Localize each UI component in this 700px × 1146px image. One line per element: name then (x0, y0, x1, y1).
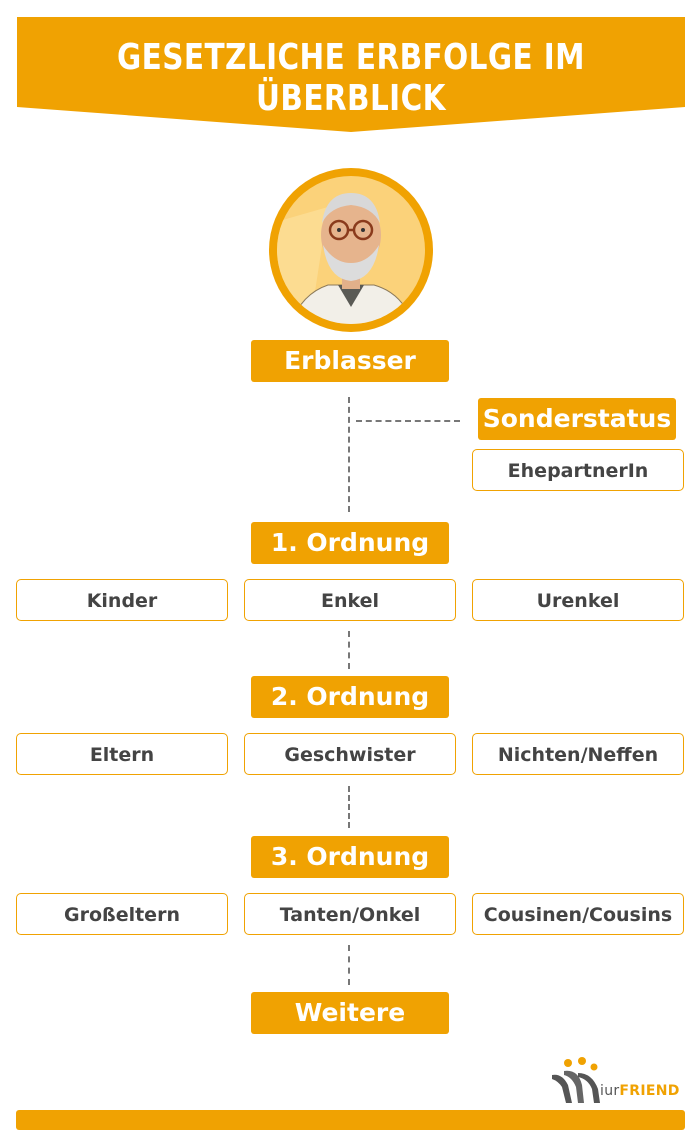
iurfriend-logo (552, 1057, 600, 1103)
item-urenkel: Urenkel (472, 579, 684, 621)
footer-bar (16, 1110, 685, 1130)
connector-line (348, 397, 350, 512)
banner-shape (17, 17, 685, 132)
title-banner: GESETZLICHE ERBFOLGE IM ÜBERBLICK (17, 17, 685, 132)
ordnung-2-label: 2. Ordnung (251, 676, 449, 718)
item-grosseltern: Großeltern (16, 893, 228, 935)
logo-wordmark: iurFRIEND (600, 1083, 680, 1099)
logo-prefix: iur (600, 1083, 620, 1099)
item-cousinen-cousins: Cousinen/Cousins (472, 893, 684, 935)
erblasser-label: Erblasser (251, 340, 449, 382)
item-tanten-onkel: Tanten/Onkel (244, 893, 456, 935)
connector-sonderstatus (356, 420, 460, 422)
item-enkel: Enkel (244, 579, 456, 621)
item-eltern: Eltern (16, 733, 228, 775)
item-kinder: Kinder (16, 579, 228, 621)
item-ehepartner: EhepartnerIn (472, 449, 684, 491)
ordnung-1-label: 1. Ordnung (251, 522, 449, 564)
erblasser-avatar (269, 168, 433, 332)
connector-line (348, 631, 350, 669)
ordnung-3-label: 3. Ordnung (251, 836, 449, 878)
weitere-label: Weitere (251, 992, 449, 1034)
logo-brand: FRIEND (619, 1083, 680, 1099)
item-geschwister: Geschwister (244, 733, 456, 775)
sonderstatus-label: Sonderstatus (478, 398, 676, 440)
item-nichten-neffen: Nichten/Neffen (472, 733, 684, 775)
connector-line (348, 786, 350, 828)
connector-line (348, 945, 350, 985)
page-title: GESETZLICHE ERBFOLGE IM ÜBERBLICK (117, 37, 585, 119)
